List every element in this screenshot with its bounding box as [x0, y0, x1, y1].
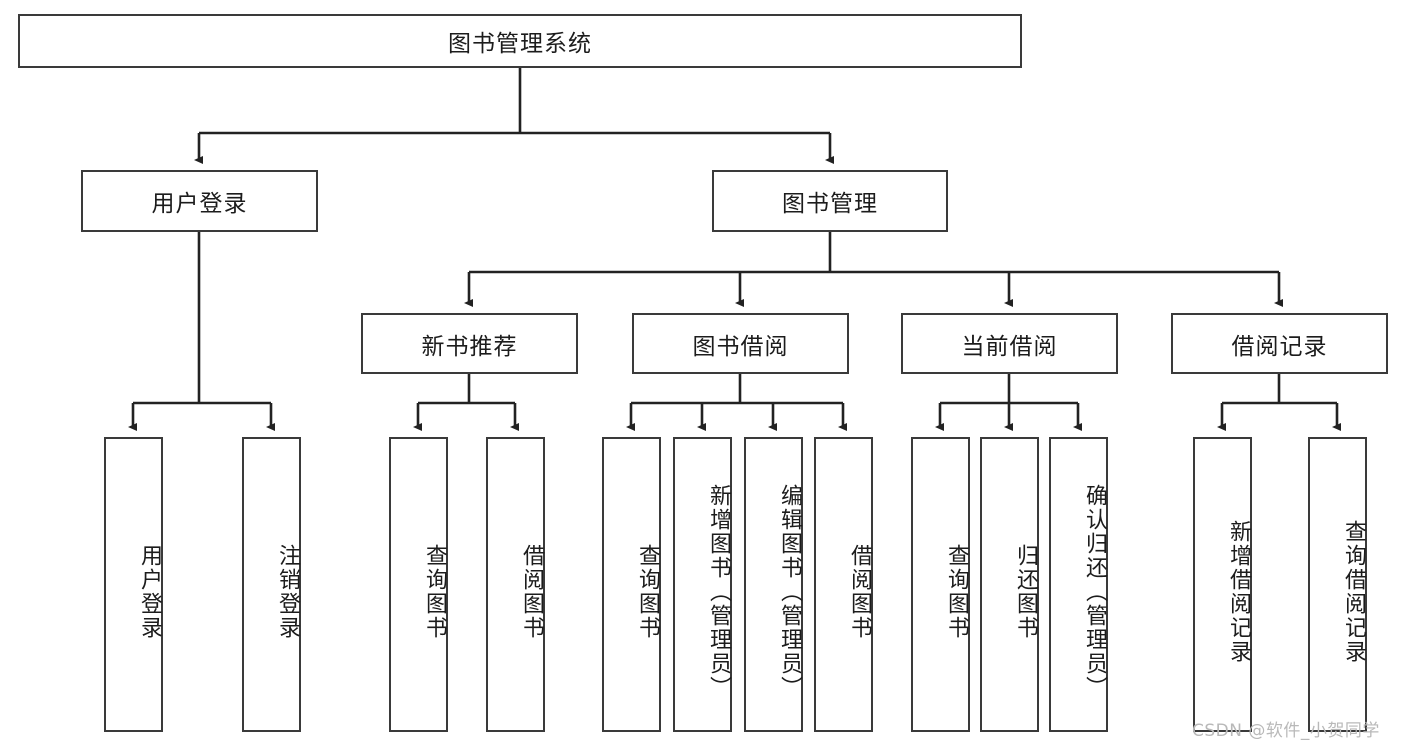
- node-borrow-record[interactable]: 借阅记录: [1171, 313, 1388, 374]
- node-borrow-record-label: 借阅记录: [1231, 333, 1328, 360]
- leaf-label: 编辑图书（管理员）: [777, 483, 802, 700]
- leaf-label: 确认归还（管理员）: [1082, 483, 1107, 700]
- leaf-label: 查询图书: [635, 543, 660, 640]
- node-book-borrow[interactable]: 图书借阅: [632, 313, 849, 374]
- leaf-label: 新增图书（管理员）: [706, 483, 731, 700]
- leaf-label: 注销登录: [275, 543, 300, 640]
- leaf-label: 查询借阅记录: [1341, 519, 1366, 664]
- leaf-label: 借阅图书: [847, 543, 872, 640]
- node-book-borrow-label: 图书借阅: [692, 333, 789, 360]
- node-root[interactable]: 图书管理系统: [18, 14, 1022, 68]
- leaf-current-query-book[interactable]: 查询图书: [911, 437, 970, 732]
- leaf-label: 新增借阅记录: [1226, 519, 1251, 664]
- node-book-management[interactable]: 图书管理: [712, 170, 948, 232]
- node-book-management-label: 图书管理: [782, 191, 878, 217]
- node-new-book-recommend[interactable]: 新书推荐: [361, 313, 578, 374]
- leaf-record-add-record[interactable]: 新增借阅记录: [1193, 437, 1252, 732]
- node-user-login[interactable]: 用户登录: [81, 170, 318, 232]
- leaf-label: 归还图书: [1013, 543, 1038, 640]
- node-current-borrow[interactable]: 当前借阅: [901, 313, 1118, 374]
- leaf-recommend-borrow-book[interactable]: 借阅图书: [486, 437, 545, 732]
- leaf-user-login-logout[interactable]: 注销登录: [242, 437, 301, 732]
- leaf-current-confirm-return-admin[interactable]: 确认归还（管理员）: [1049, 437, 1108, 732]
- leaf-borrow-query-book[interactable]: 查询图书: [602, 437, 661, 732]
- leaf-record-query-record[interactable]: 查询借阅记录: [1308, 437, 1367, 732]
- node-new-book-recommend-label: 新书推荐: [421, 333, 518, 360]
- csdn-watermark: CSDN @软件_小贺同学: [1192, 721, 1380, 741]
- leaf-label: 查询图书: [422, 543, 447, 640]
- node-current-borrow-label: 当前借阅: [961, 333, 1058, 360]
- leaf-borrow-edit-book-admin[interactable]: 编辑图书（管理员）: [744, 437, 803, 732]
- leaf-label: 用户登录: [137, 543, 162, 640]
- leaf-user-login-login[interactable]: 用户登录: [104, 437, 163, 732]
- leaf-label: 查询图书: [944, 543, 969, 640]
- leaf-current-return-book[interactable]: 归还图书: [980, 437, 1039, 732]
- leaf-borrow-borrow-book[interactable]: 借阅图书: [814, 437, 873, 732]
- node-user-login-label: 用户登录: [151, 191, 248, 217]
- leaf-label: 借阅图书: [519, 543, 544, 640]
- leaf-recommend-query-book[interactable]: 查询图书: [389, 437, 448, 732]
- leaf-borrow-add-book-admin[interactable]: 新增图书（管理员）: [673, 437, 732, 732]
- node-root-label: 图书管理系统: [448, 31, 592, 57]
